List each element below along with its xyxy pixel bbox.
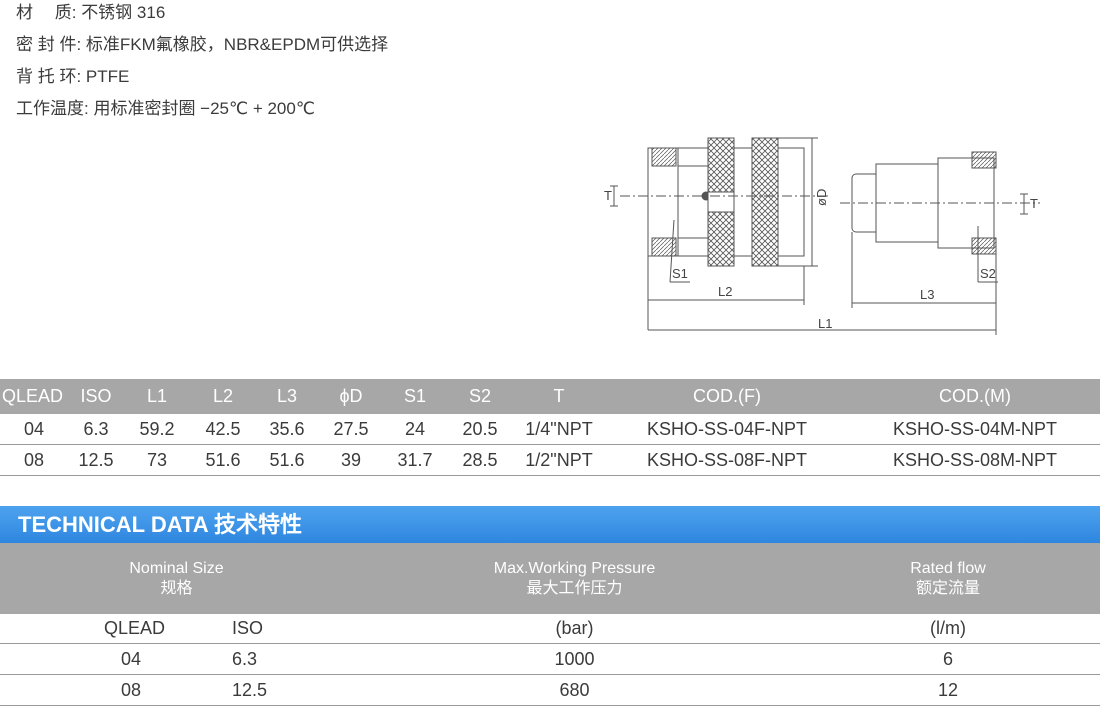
table-cell: 35.6	[256, 414, 318, 445]
dim-label-t: T	[604, 188, 612, 203]
spec-temperature: 工作温度: 用标准密封圈 −25℃ + 200℃	[16, 96, 388, 128]
table-cell: 27.5	[318, 414, 384, 445]
col-header-nominal-size: Nominal Size 规格	[0, 543, 354, 614]
technical-header-row: Nominal Size 规格 Max.Working Pressure 最大工…	[0, 543, 1101, 614]
table-cell: 51.6	[256, 444, 318, 476]
col-header: T	[514, 379, 604, 414]
technical-data-table: Nominal Size 规格 Max.Working Pressure 最大工…	[0, 543, 1101, 706]
table-cell: 1/4"NPT	[514, 414, 604, 445]
table-cell: 42.5	[190, 414, 256, 445]
dimensions-header-row: QLEAD ISO L1 L2 L3 ϕD S1 S2 T COD.(F) CO…	[0, 379, 1100, 414]
dim-label-t-right: T	[1030, 196, 1038, 211]
col-header: L2	[190, 379, 256, 414]
header-zh: 规格	[160, 579, 193, 597]
dim-label-l2: L2	[718, 284, 732, 299]
col-header: COD.(M)	[850, 379, 1100, 414]
table-cell: KSHO-SS-04M-NPT	[850, 414, 1100, 445]
units-row: QLEAD ISO (bar) (l/m)	[0, 614, 1101, 644]
table-row: 08 12.5 73 51.6 51.6 39 31.7 28.5 1/2"NP…	[0, 444, 1100, 476]
header-en: Nominal Size	[129, 559, 224, 577]
table-cell: 04	[0, 414, 68, 445]
dim-label-l3: L3	[920, 287, 934, 302]
knurl-sleeve-2	[751, 137, 779, 267]
table-cell: 39	[318, 444, 384, 476]
table-cell: 12	[796, 674, 1101, 706]
spec-label: 材 质	[16, 3, 72, 22]
col-header-max-pressure: Max.Working Pressure 最大工作压力	[353, 543, 797, 614]
col-header: ISO	[68, 379, 124, 414]
table-cell: 31.7	[384, 444, 446, 476]
table-cell: 1000	[353, 643, 797, 675]
spec-value: 用标准密封圈 −25℃ + 200℃	[93, 99, 315, 118]
table-cell: ISO	[215, 614, 354, 644]
spec-value: 不锈钢 316	[81, 3, 166, 22]
dim-label-s2: S2	[980, 266, 996, 281]
table-cell: 59.2	[124, 414, 190, 445]
table-cell: 680	[353, 674, 797, 706]
dim-label-l1: L1	[818, 316, 832, 331]
spec-label: 背 托 环	[16, 67, 77, 86]
dimensions-table: QLEAD ISO L1 L2 L3 ϕD S1 S2 T COD.(F) CO…	[0, 379, 1100, 476]
table-cell: 6.3	[68, 414, 124, 445]
spec-seal: 密 封 件: 标准FKM氟橡胶，NBR&EPDM可供选择	[16, 32, 388, 64]
col-header: QLEAD	[0, 379, 68, 414]
table-row: 08 12.5 680 12	[0, 674, 1101, 706]
spec-list: 材 质: 不锈钢 316 密 封 件: 标准FKM氟橡胶，NBR&EPDM可供选…	[16, 0, 388, 128]
table-cell: KSHO-SS-08M-NPT	[850, 444, 1100, 476]
header-zh: 额定流量	[916, 579, 981, 597]
col-header: L1	[124, 379, 190, 414]
spec-label: 工作温度	[16, 99, 84, 118]
technical-data-title: TECHNICAL DATA 技术特性	[0, 506, 1100, 543]
table-cell: KSHO-SS-08F-NPT	[604, 444, 850, 476]
dim-label-s1: S1	[672, 266, 688, 281]
spec-label: 密 封 件	[16, 35, 77, 54]
table-cell: 12.5	[215, 674, 354, 706]
col-header: S2	[446, 379, 514, 414]
col-header: L3	[256, 379, 318, 414]
table-cell: (bar)	[353, 614, 797, 644]
table-cell: 6.3	[215, 643, 354, 675]
table-cell: 51.6	[190, 444, 256, 476]
spec-backup-ring: 背 托 环: PTFE	[16, 64, 388, 96]
spec-material: 材 质: 不锈钢 316	[16, 0, 388, 32]
table-cell: 1/2"NPT	[514, 444, 604, 476]
table-cell: 20.5	[446, 414, 514, 445]
col-header: COD.(F)	[604, 379, 850, 414]
header-en: Max.Working Pressure	[493, 559, 656, 577]
coupling-drawing: T T øD S1 S2 L2 L3 L1	[604, 137, 1040, 335]
col-header: S1	[384, 379, 446, 414]
dim-label-d: øD	[814, 189, 829, 206]
table-cell: 28.5	[446, 444, 514, 476]
table-cell: 24	[384, 414, 446, 445]
spec-value: PTFE	[85, 67, 130, 86]
table-row: 04 6.3 59.2 42.5 35.6 27.5 24 20.5 1/4"N…	[0, 414, 1100, 445]
header-en: Rated flow	[910, 559, 986, 577]
table-cell: QLEAD	[0, 614, 215, 644]
table-cell: 6	[796, 643, 1101, 675]
table-cell: 04	[0, 643, 215, 675]
table-cell: 08	[0, 674, 215, 706]
table-cell: KSHO-SS-04F-NPT	[604, 414, 850, 445]
table-cell: 12.5	[68, 444, 124, 476]
table-cell: 73	[124, 444, 190, 476]
table-cell: 08	[0, 444, 68, 476]
table-cell: (l/m)	[796, 614, 1101, 644]
table-row: 04 6.3 1000 6	[0, 643, 1101, 675]
header-zh: 最大工作压力	[526, 579, 623, 597]
col-header: ϕD	[318, 379, 384, 414]
col-header-rated-flow: Rated flow 额定流量	[796, 543, 1101, 614]
spec-value: 标准FKM氟橡胶，NBR&EPDM可供选择	[85, 35, 389, 54]
